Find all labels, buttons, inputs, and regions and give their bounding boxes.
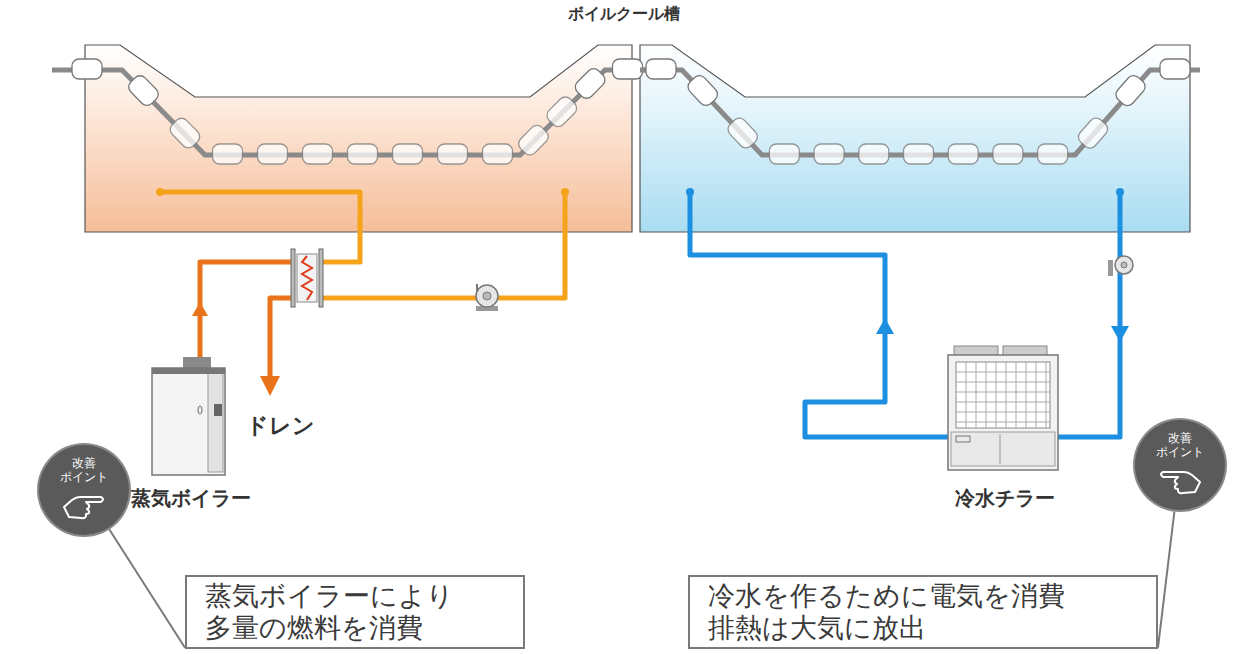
cold-tank: [640, 45, 1190, 232]
hand: [64, 497, 103, 518]
equipment-label: 冷水チラー: [955, 485, 1055, 512]
conveyor-tray: [126, 73, 161, 108]
water-chiller: [948, 346, 1058, 470]
conveyor-tray: [167, 115, 202, 150]
conveyor-tray: [993, 144, 1023, 164]
grille-line: [956, 412, 1050, 413]
badge-text: 改善 ポイント: [1150, 432, 1210, 460]
conveyor-tray: [725, 115, 760, 151]
heat-exchanger: [291, 249, 323, 307]
grille-line: [956, 402, 1050, 403]
conveyor-tray: [72, 59, 102, 79]
grille-line: [956, 422, 1050, 423]
hand-outline: [64, 497, 103, 518]
steam-boiler: [152, 357, 225, 475]
point-badge: 改善 ポイント: [39, 445, 129, 535]
conveyor-tray: [572, 66, 607, 101]
pump: [476, 284, 498, 311]
conveyor-tray: [859, 144, 889, 164]
leader-line: [1158, 512, 1174, 648]
boiler-label-box: 蒸気ボイラー: [123, 352, 258, 512]
conveyor-tray: [613, 59, 643, 79]
grille-line: [956, 392, 1050, 393]
conveyor-tray: [948, 144, 978, 164]
conveyor-tray: [258, 144, 288, 164]
conveyor-tray: [1113, 73, 1148, 109]
conveyor-tray: [483, 144, 513, 164]
conveyor-tray: [685, 73, 720, 109]
conveyor: [52, 59, 1200, 164]
hand-outline: [1161, 472, 1200, 493]
pump: [1108, 256, 1133, 276]
conveyor-tray: [1076, 115, 1111, 151]
conveyor-tray: [516, 122, 551, 157]
chiller-label-box: 冷水チラー: [925, 340, 1085, 512]
callout-text: 蒸気ボイラーにより 多量の燃料を消費: [205, 580, 505, 644]
flow-arrow: [1111, 326, 1129, 342]
pointing-hand-icon: [1157, 464, 1203, 498]
conveyor-tray: [1038, 144, 1068, 164]
hot-water-pipe: [160, 192, 565, 378]
flow-arrow: [876, 318, 894, 334]
callout-box: 冷水を作るために電気を消費 排熱は大気に放出: [688, 575, 1158, 649]
conveyor-tray: [646, 59, 676, 79]
pointing-hand-icon: [61, 489, 107, 523]
conveyor-belt: [52, 70, 650, 155]
conveyor-tray: [393, 144, 423, 164]
grille-line: [956, 382, 1050, 383]
grille-line: [956, 372, 1050, 373]
hand: [1161, 472, 1200, 493]
callout-box: 蒸気ボイラーにより 多量の燃料を消費: [185, 575, 525, 649]
badge-text: 改善 ポイント: [54, 457, 114, 485]
conveyor-tray: [438, 144, 468, 164]
equipment-label: 蒸気ボイラー: [131, 485, 251, 512]
leader-line: [109, 530, 185, 648]
conveyor-tray: [348, 144, 378, 164]
conveyor-tray: [544, 94, 579, 129]
conveyor-tray: [904, 144, 934, 164]
diagram-title: ボイルクール槽: [0, 4, 1247, 25]
conveyor-tray: [303, 144, 333, 164]
callout-text: 冷水を作るために電気を消費 排熱は大気に放出: [708, 580, 1138, 644]
conveyor-tray: [814, 144, 844, 164]
conveyor-tray: [769, 144, 799, 164]
conveyor-tray: [213, 144, 243, 164]
conveyor-tray: [1160, 59, 1190, 79]
flow-arrow: [192, 302, 208, 316]
drain-label: ドレン: [246, 411, 315, 441]
drain-arrow: [260, 376, 280, 396]
point-badge: 改善 ポイント: [1135, 420, 1225, 510]
conveyor-belt: [640, 70, 1200, 155]
